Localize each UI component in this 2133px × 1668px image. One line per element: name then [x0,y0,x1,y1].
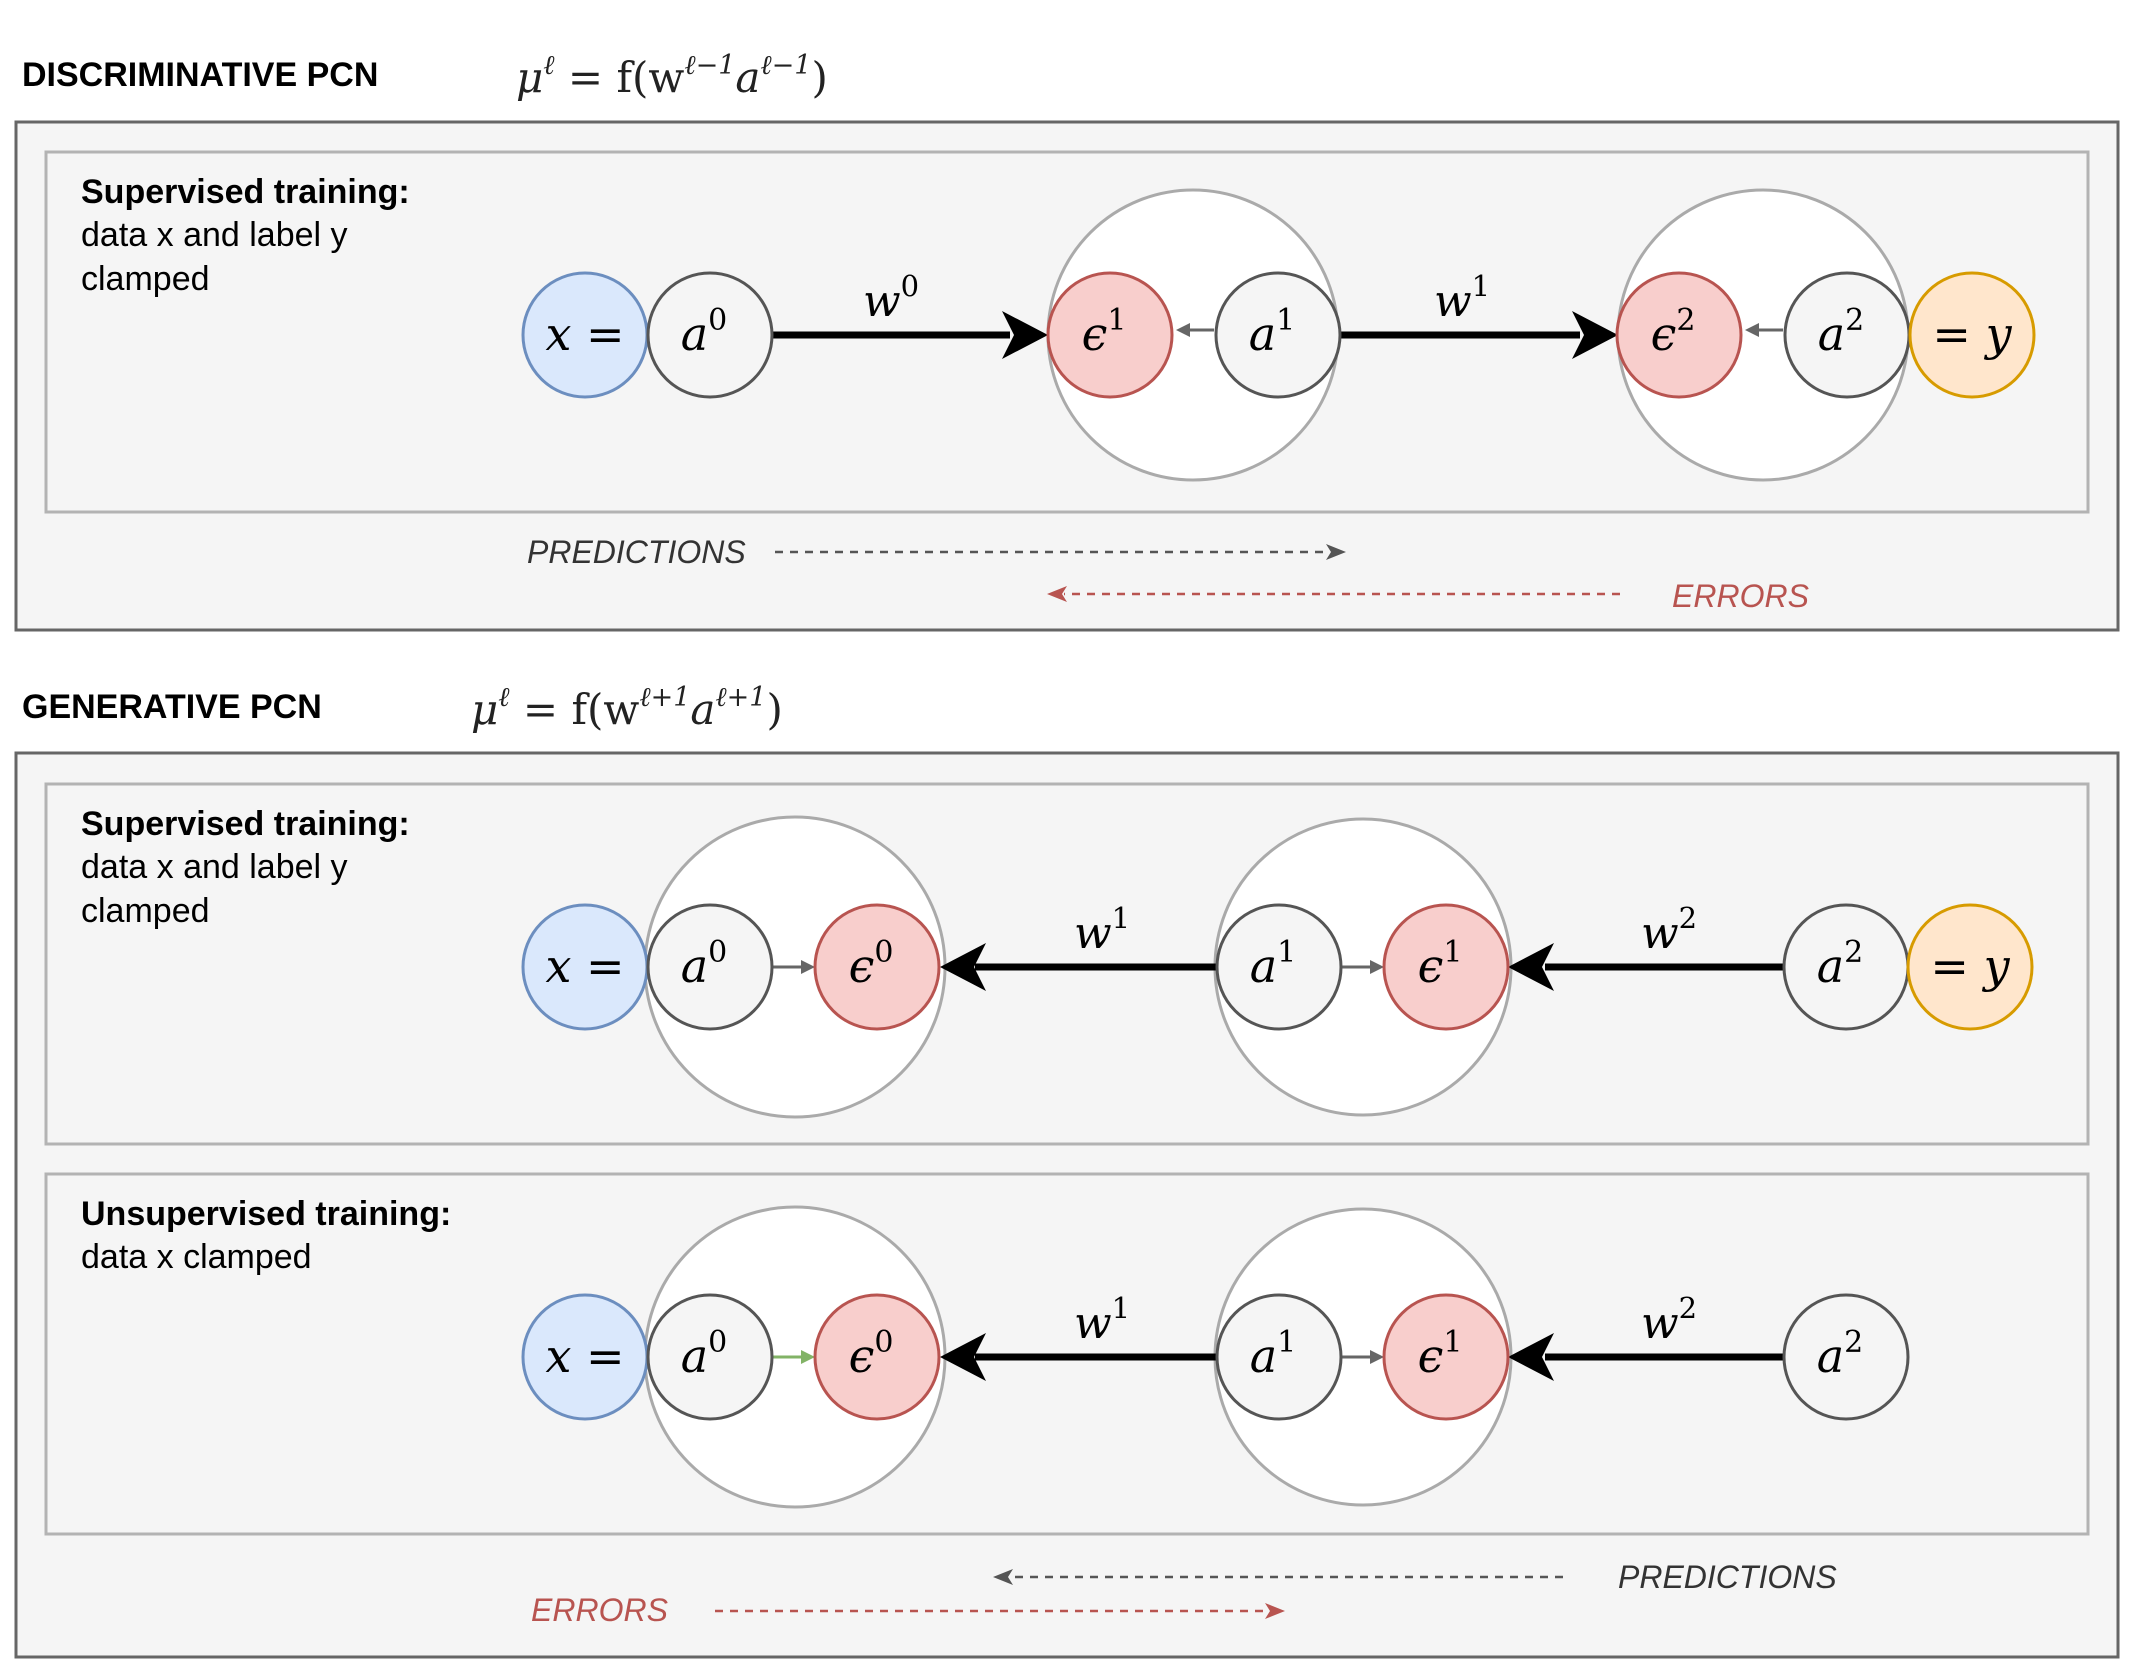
gen-unsup-eps1-node [1382,1293,1510,1421]
generative-errors-arrowhead [1265,1603,1285,1619]
a1-label: a1 [1249,303,1296,361]
a1-to-eps1-arrowhead [1176,323,1190,337]
gen-unsup-a0-node [646,1293,774,1421]
gen-sup-a2-label: a2 [1817,935,1864,993]
generative-unsupervised-title: Unsupervised training: [81,1195,451,1233]
gen-unsup-eps1-label: ϵ1 [1418,1325,1463,1383]
eps2-node [1615,271,1743,399]
generative-supervised-desc-line2: clamped [81,892,210,930]
gen-sup-w1-label: w1 [1074,901,1130,959]
discriminative-errors-arrowhead [1047,586,1067,602]
label-y-node [1908,271,2036,399]
gen-unsup-a1-node [1215,1293,1343,1421]
generative-unsupervised-desc-line1: data x clamped [81,1238,312,1276]
discriminative-panel-desc-line2: clamped [81,260,210,298]
discriminative-errors-label: ERRORS [1672,578,1809,614]
gen-sup-a1-label: a1 [1250,935,1297,993]
discriminative-predictions-arrowhead [1326,544,1346,560]
generative-errors-label: ERRORS [531,1592,668,1628]
discriminative-formula: μℓ = f(wℓ−1aℓ−1) [516,50,828,102]
discriminative-title: DISCRIMINATIVE PCN [22,56,378,94]
w0-label: w0 [863,269,919,327]
gen-unsup-a0-to-eps0-arrowhead [801,1350,815,1364]
gen-sup-w2-arrowhead [1508,943,1554,991]
discriminative-predictions-label: PREDICTIONS [527,534,746,570]
gen-sup-label-y-node [1906,903,2034,1031]
gen-sup-eps0-node [813,903,941,1031]
gen-unsup-a0-label: a0 [681,1325,728,1383]
generative-supervised-desc-line1: data x and label y [81,848,348,886]
gen-unsup-w1-label: w1 [1074,1291,1130,1349]
discriminative-panel-title: Supervised training: [81,173,410,211]
gen-sup-a1-to-eps1-arrowhead [1370,960,1384,974]
gen-unsup-w1-arrowhead [940,1333,986,1381]
generative-title: GENERATIVE PCN [22,688,322,726]
gen-sup-a0-to-eps0-arrowhead [801,960,815,974]
label-y-label: = y [1932,307,2012,361]
a2-to-eps2-arrowhead [1745,323,1759,337]
gen-sup-eps1-node [1382,903,1510,1031]
gen-unsup-a2-node [1782,1293,1910,1421]
eps1-label: ϵ1 [1082,303,1127,361]
gen-unsup-w2-label: w2 [1641,1291,1697,1349]
gen-unsup-eps0-node [813,1293,941,1421]
gen-unsup-data-x-label: x = [545,1329,624,1383]
gen-sup-w2-label: w2 [1641,901,1697,959]
gen-sup-data-x-label: x = [545,939,624,993]
gen-unsup-a1-label: a1 [1250,1325,1297,1383]
gen-sup-a0-node [646,903,774,1031]
gen-sup-eps1-label: ϵ1 [1418,935,1463,993]
a0-label: a0 [681,303,728,361]
gen-unsup-eps0-label: ϵ0 [849,1325,894,1383]
generative-predictions-arrowhead [993,1569,1013,1585]
discriminative-panel-desc-line1: data x and label y [81,216,348,254]
w1-arrowhead [1572,311,1618,359]
a2-label: a2 [1818,303,1865,361]
gen-sup-a1-node [1215,903,1343,1031]
eps2-label: ϵ2 [1651,303,1696,361]
a0-node [646,271,774,399]
w0-arrowhead [1002,311,1048,359]
generative-predictions-label: PREDICTIONS [1618,1559,1837,1595]
generative-supervised-title: Supervised training: [81,805,410,843]
gen-sup-w1-arrowhead [940,943,986,991]
generative-formula: μℓ = f(wℓ+1aℓ+1) [471,682,783,734]
gen-unsup-a1-to-eps1-arrowhead [1370,1350,1384,1364]
gen-sup-label-y-label: = y [1930,939,2010,993]
eps1-node [1046,271,1174,399]
data-x-label: x = [545,307,624,361]
gen-unsup-w2-arrowhead [1508,1333,1554,1381]
w1-label: w1 [1434,269,1490,327]
a1-node [1214,271,1342,399]
gen-unsup-a2-label: a2 [1817,1325,1864,1383]
gen-sup-eps0-label: ϵ0 [849,935,894,993]
gen-sup-a0-label: a0 [681,935,728,993]
